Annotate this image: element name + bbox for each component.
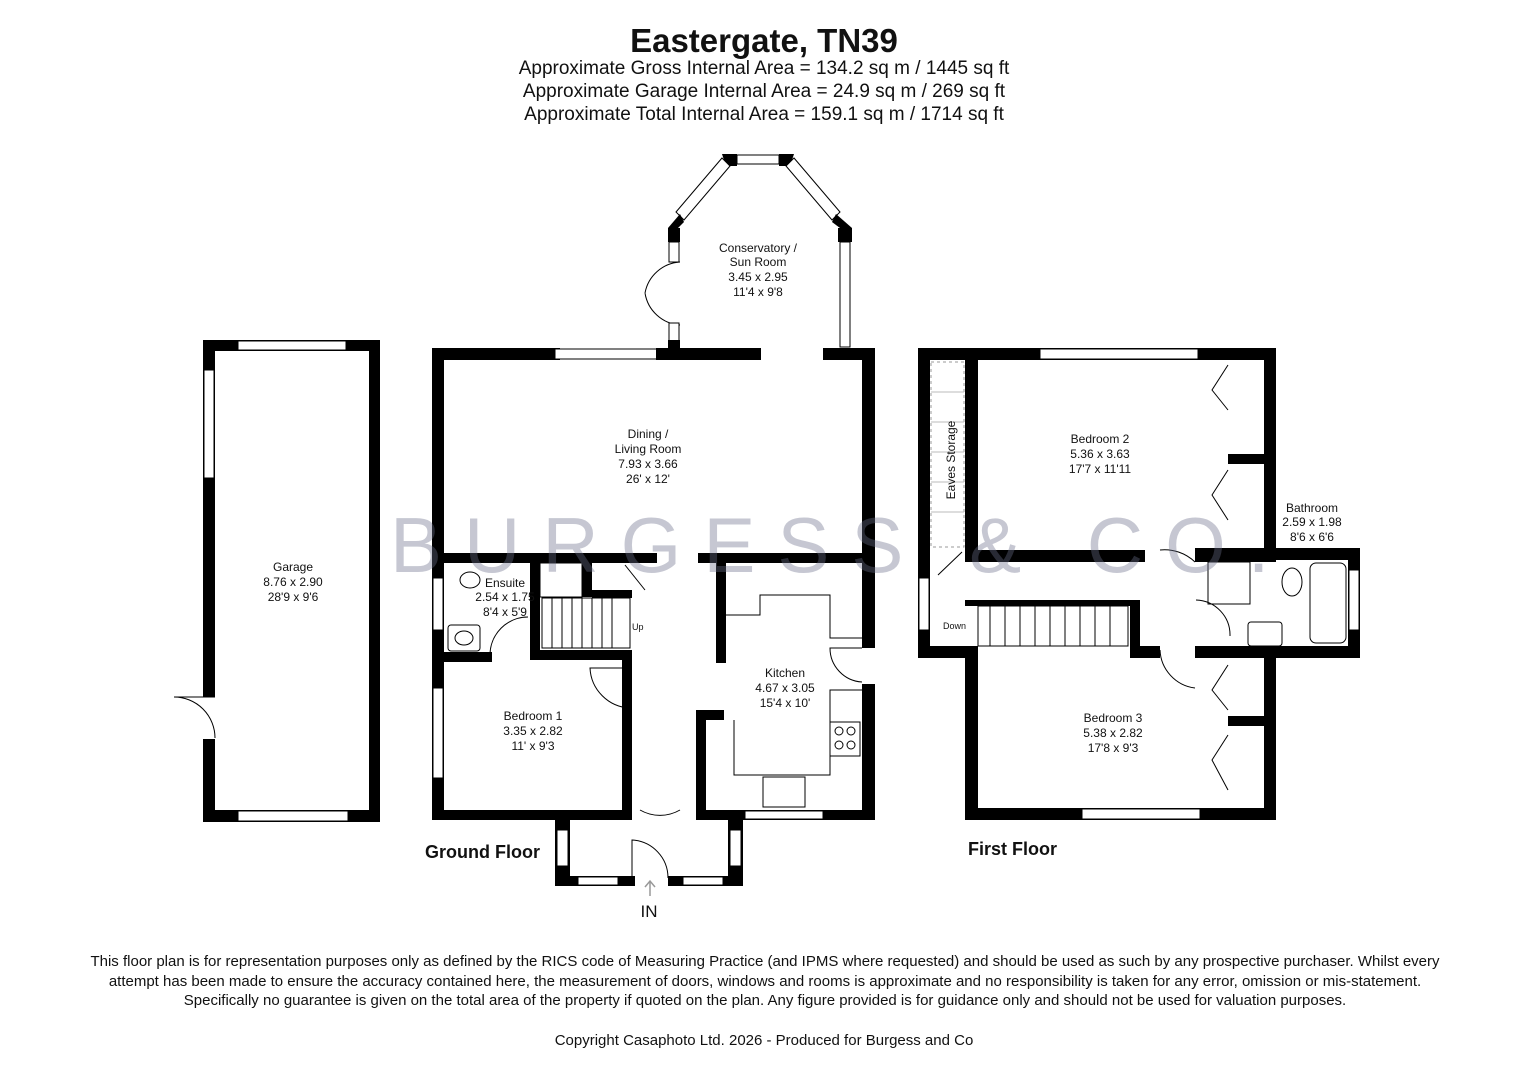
kitchen-metric: 4.67 x 3.05 <box>755 681 815 695</box>
bathroom-imperial: 8'6 x 6'6 <box>1290 530 1334 544</box>
bedroom2-metric: 5.36 x 3.63 <box>1070 447 1130 461</box>
ground-floor-label: Ground Floor <box>425 842 540 862</box>
bedroom1-imperial: 11' x 9'3 <box>511 739 554 753</box>
kitchen-side-door <box>829 647 863 683</box>
stairs-down-label: Down <box>943 621 966 631</box>
dining-name-1: Dining / <box>628 427 669 441</box>
garage-block <box>173 340 380 822</box>
bathroom-name: Bathroom <box>1286 501 1338 515</box>
entrance-label: IN <box>641 902 658 921</box>
conservatory-name-1: Conservatory / <box>719 241 798 255</box>
dining-rear-window <box>554 348 659 360</box>
ensuite-metric: 2.54 x 1.75 <box>475 590 535 604</box>
garage-name: Garage <box>273 560 313 574</box>
kitchen-imperial: 15'4 x 10' <box>760 696 811 710</box>
watermark: BURGESS & CO. <box>390 501 1291 589</box>
front-door <box>631 839 669 879</box>
garage-area-text: Approximate Garage Internal Area = 24.9 … <box>522 81 1006 102</box>
garage-imperial: 28'9 x 9'6 <box>268 590 319 604</box>
conservatory-metric: 3.45 x 2.95 <box>728 270 788 284</box>
disclaimer-text: This floor plan is for representation pu… <box>90 953 1440 1009</box>
ground-floor-block: Up IN <box>432 348 875 921</box>
entrance-arrow-icon <box>644 879 656 896</box>
garage-side-window <box>203 369 215 479</box>
room-labels: Dining / Living Room 7.93 x 3.66 26' x 1… <box>263 427 1342 755</box>
first-floor-stairs <box>977 605 1129 647</box>
ensuite-imperial: 8'4 x 5'9 <box>483 605 527 619</box>
bedroom2-name: Bedroom 2 <box>1071 432 1130 446</box>
gross-area-text: Approximate Gross Internal Area = 134.2 … <box>518 58 1010 79</box>
copyright-text: Copyright Casaphoto Ltd. 2026 - Produced… <box>554 1032 974 1049</box>
first-floor-label: First Floor <box>968 839 1057 859</box>
total-area-text: Approximate Total Internal Area = 159.1 … <box>524 104 1004 125</box>
bedroom1-window <box>432 687 444 779</box>
dining-imperial: 26' x 12' <box>626 472 670 486</box>
ground-stairs <box>541 597 631 649</box>
bedroom3-window <box>1081 808 1201 820</box>
conservatory-name-2: Sun Room <box>730 255 787 269</box>
bedroom1-name: Bedroom 1 <box>504 709 563 723</box>
kitchen-name: Kitchen <box>765 666 805 680</box>
first-floor-block: Eaves Storage Down <box>918 348 1360 820</box>
bedroom2-window <box>1039 348 1199 360</box>
dining-metric: 7.93 x 3.66 <box>618 457 678 471</box>
dining-name-2: Living Room <box>615 442 682 456</box>
conservatory-french-doors <box>644 261 681 326</box>
sink-icon <box>762 776 806 808</box>
hob-icon <box>829 721 861 757</box>
conservatory-imperial: 11'4 x 9'8 <box>733 285 783 299</box>
ensuite-door <box>489 616 529 656</box>
garage-front-window <box>237 810 349 822</box>
garage-metric: 8.76 x 2.90 <box>263 575 323 589</box>
plan-title: Eastergate, TN39 <box>630 22 898 59</box>
bedroom1-door <box>589 667 631 709</box>
bedroom3-imperial: 17'8 x 9'3 <box>1088 741 1139 755</box>
bedroom3-metric: 5.38 x 2.82 <box>1083 726 1143 740</box>
eaves-storage-label: Eaves Storage <box>944 420 958 499</box>
garage-rear-window <box>237 340 347 351</box>
bedroom3-name: Bedroom 3 <box>1084 711 1143 725</box>
bathroom-metric: 2.59 x 1.98 <box>1282 515 1342 529</box>
ensuite-name: Ensuite <box>485 576 525 590</box>
conservatory-block: Conservatory / Sun Room 3.45 x 2.95 11'4… <box>644 154 852 350</box>
stairs-up-label: Up <box>632 622 644 632</box>
bedroom2-imperial: 17'7 x 11'11 <box>1069 462 1132 476</box>
garage-side-door <box>173 696 216 739</box>
bedroom1-metric: 3.35 x 2.82 <box>503 724 563 738</box>
